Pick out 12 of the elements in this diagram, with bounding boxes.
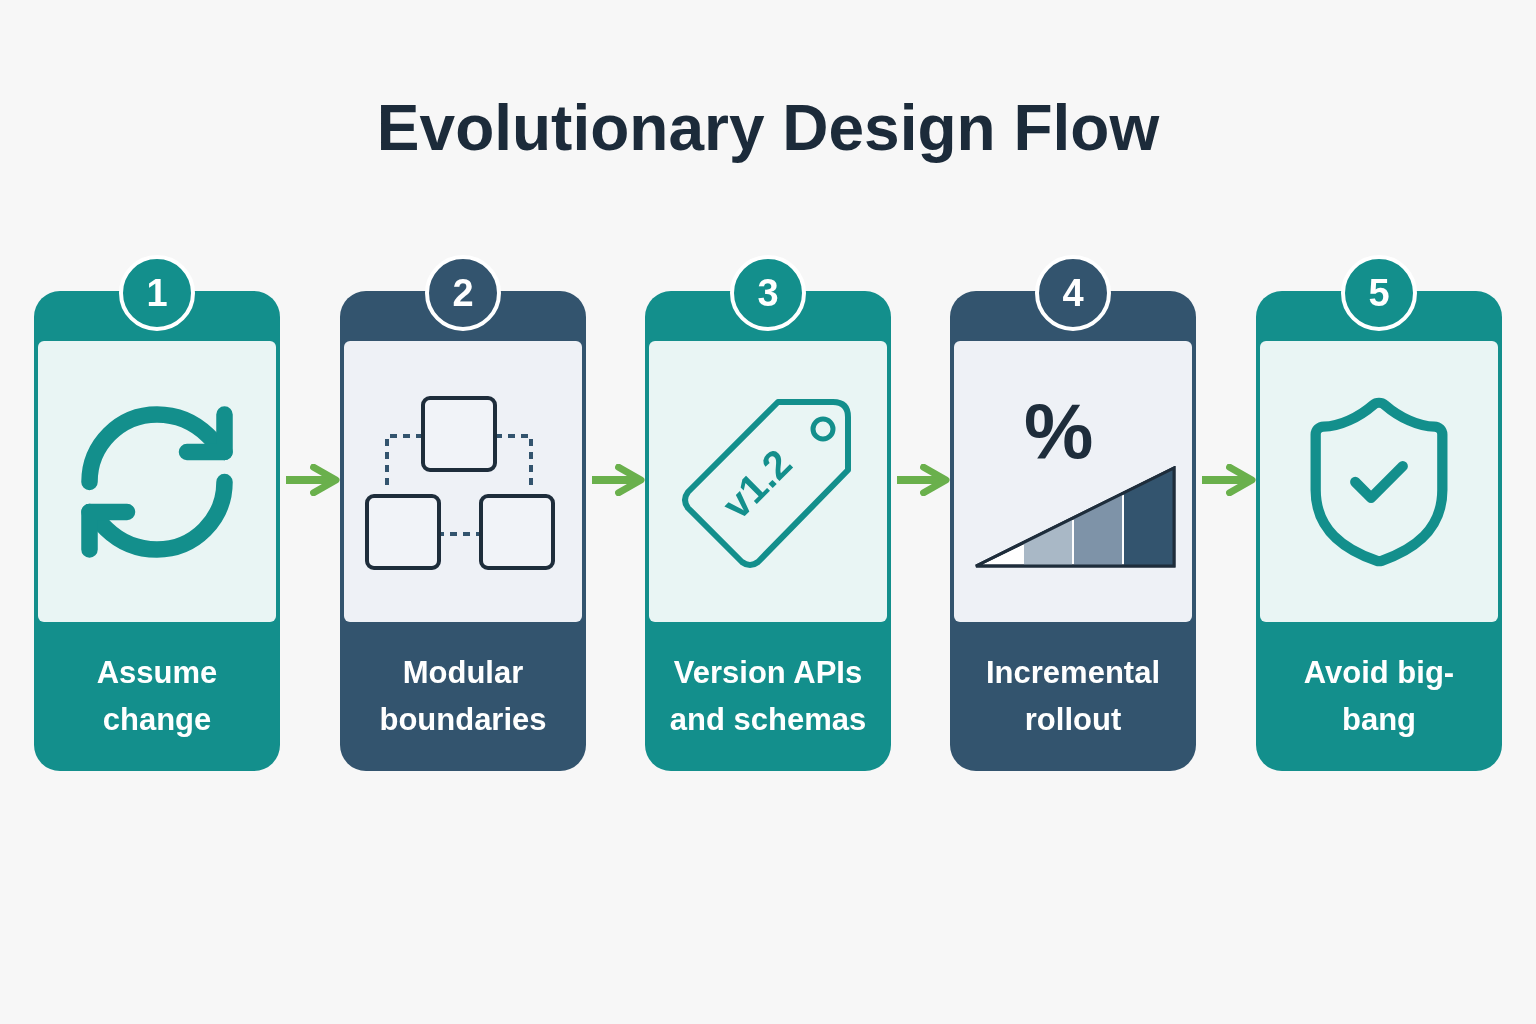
percent-sign: % [1024, 391, 1094, 470]
step-label: Incremental rollout [985, 654, 1161, 739]
step-label: Modular boundaries [378, 654, 548, 739]
step-label: Assume change [95, 654, 219, 739]
step-number: 1 [119, 255, 195, 331]
version-text: v1.2 [715, 441, 799, 526]
step-number: 2 [425, 255, 501, 331]
step-label: Avoid big-bang [1302, 654, 1456, 739]
step-label: Version APIs and schemas [668, 654, 868, 739]
step-number: 5 [1341, 255, 1417, 331]
step-number: 4 [1035, 255, 1111, 331]
step-number: 3 [730, 255, 806, 331]
